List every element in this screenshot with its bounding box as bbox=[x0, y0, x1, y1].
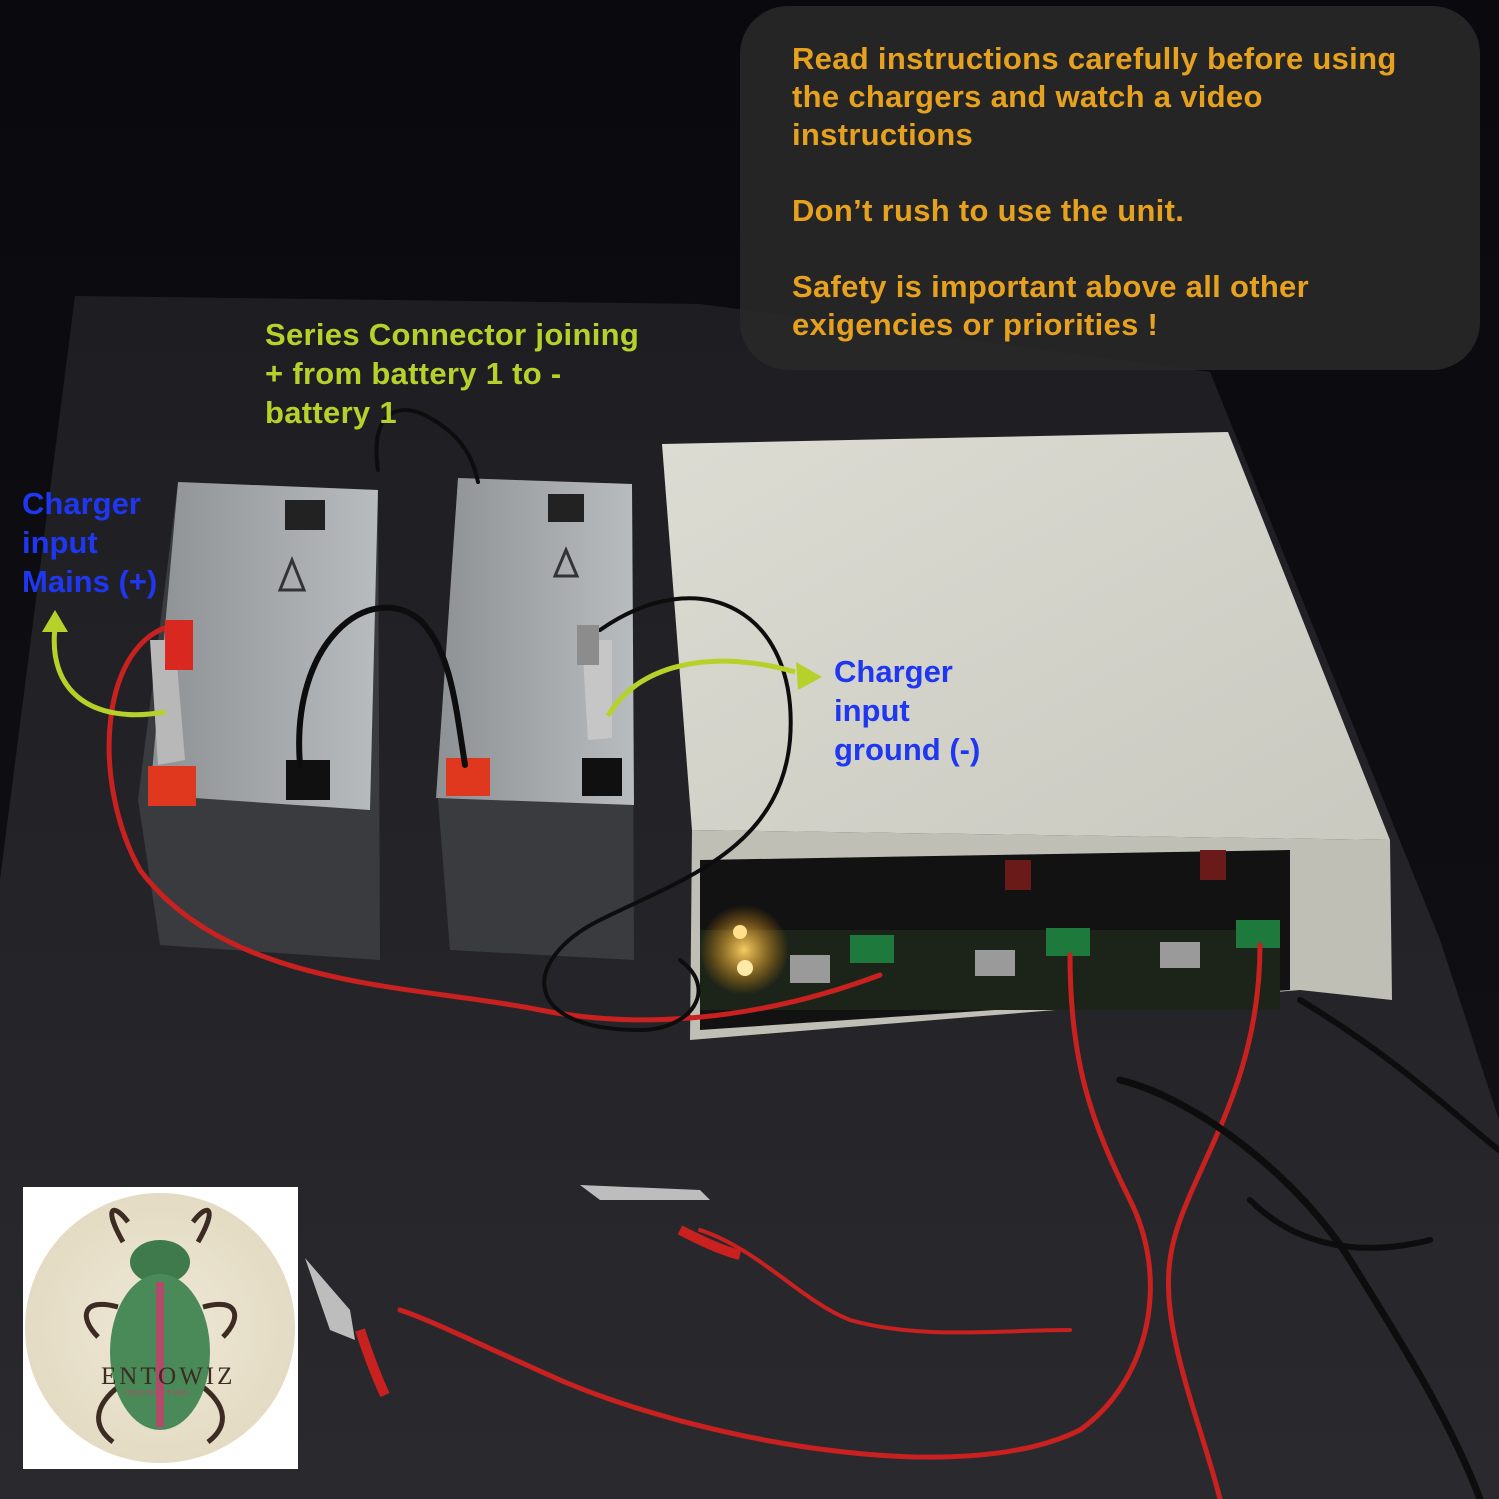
wires bbox=[106, 408, 1499, 1499]
terminal-positive bbox=[148, 766, 196, 806]
green-arrows bbox=[42, 610, 822, 718]
alligator-clip-black bbox=[577, 625, 612, 740]
beetle-icon bbox=[25, 1193, 295, 1463]
indicator-led-glow bbox=[699, 905, 789, 995]
arrow-mains bbox=[51, 627, 166, 718]
battery-2 bbox=[436, 478, 634, 960]
battery-1 bbox=[138, 482, 380, 960]
charger-box bbox=[662, 432, 1392, 1040]
indicator-led bbox=[733, 925, 747, 939]
warning-instructions: Read instructions carefully before using… bbox=[792, 41, 1397, 152]
terminal-negative bbox=[286, 760, 330, 800]
entowiz-logo: ENTOWIZ YOUR INSECT MAN bbox=[23, 1187, 298, 1469]
indicator-led bbox=[737, 960, 753, 976]
warning-dont-rush: Don’t rush to use the unit. bbox=[792, 193, 1185, 228]
arrow-ground bbox=[605, 658, 796, 718]
charger-positive-label: Charger input Mains (+) bbox=[22, 486, 158, 599]
charger-ground-label: Charger input ground (-) bbox=[834, 654, 981, 767]
alligator-clip-red bbox=[150, 620, 193, 765]
warning-safety: Safety is important above all other exig… bbox=[792, 269, 1309, 342]
loose-clip-2 bbox=[305, 1258, 390, 1398]
warning-panel: Read instructions carefully before using… bbox=[740, 6, 1480, 370]
loose-clip-1 bbox=[580, 1185, 742, 1260]
terminal-negative bbox=[582, 758, 622, 796]
series-connector-label: Series Connector joining + from battery … bbox=[265, 317, 640, 430]
logo-brand: ENTOWIZ bbox=[101, 1363, 236, 1390]
logo-tagline: YOUR INSECT MAN bbox=[123, 1390, 189, 1397]
terminal-positive bbox=[446, 758, 490, 796]
